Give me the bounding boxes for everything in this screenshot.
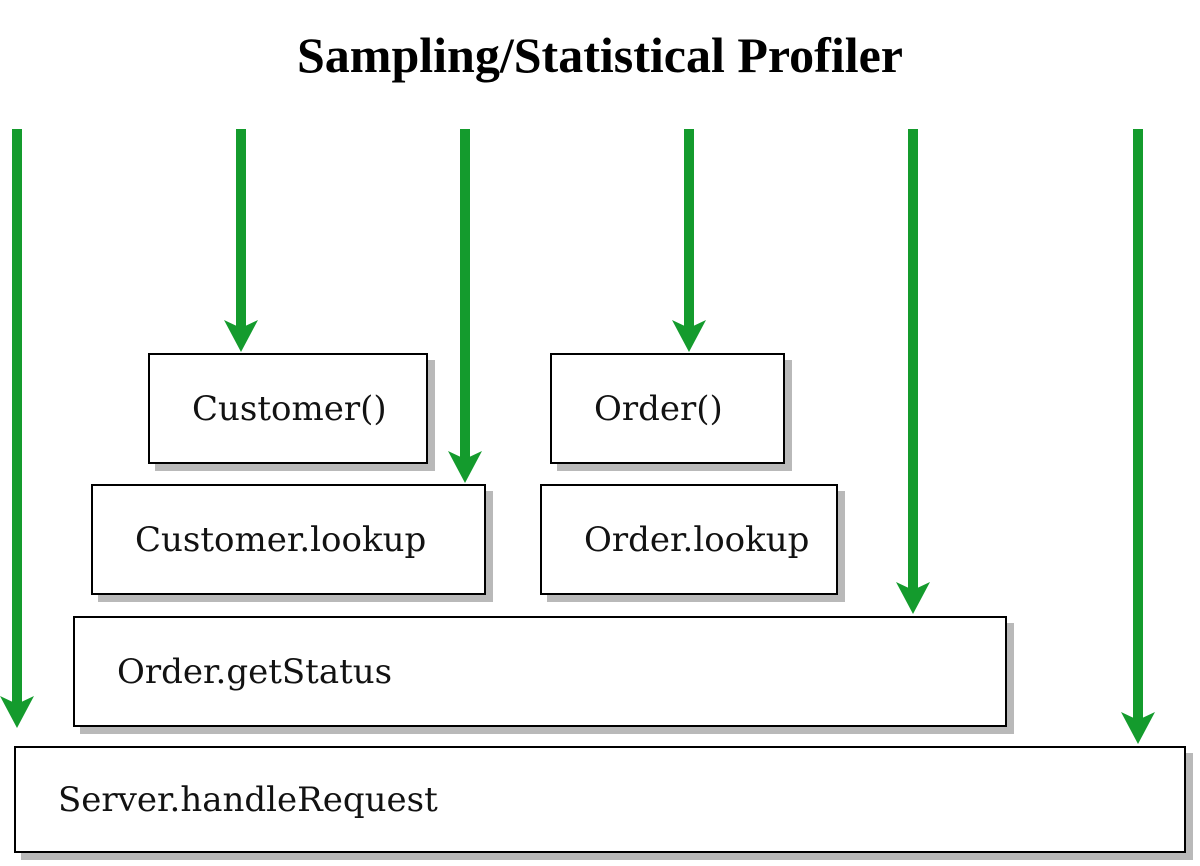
sample-arrow-sample-1	[0, 129, 34, 728]
frame-order-constructor: Order()	[550, 353, 785, 464]
sample-arrow-sample-6	[1121, 129, 1155, 744]
arrowhead-icon	[448, 451, 482, 483]
frame-server-handlerequest: Server.handleRequest	[14, 746, 1186, 853]
frame-customer-lookup: Customer.lookup	[91, 484, 486, 595]
arrowhead-icon	[0, 696, 34, 728]
frame-label-order-getstatus: Order.getStatus	[117, 651, 393, 692]
sample-arrow-sample-5	[896, 129, 930, 614]
frame-label-customer-lookup: Customer.lookup	[135, 519, 427, 560]
frame-customer-constructor: Customer()	[148, 353, 428, 464]
arrowhead-icon	[896, 582, 930, 614]
frame-label-order-lookup: Order.lookup	[584, 519, 810, 560]
frame-order-lookup: Order.lookup	[540, 484, 838, 595]
frame-label-customer-constructor: Customer()	[192, 388, 387, 429]
frame-order-getstatus: Order.getStatus	[73, 616, 1007, 727]
frame-label-order-constructor: Order()	[594, 388, 723, 429]
sample-arrow-sample-4	[672, 129, 706, 352]
arrowhead-icon	[672, 320, 706, 352]
diagram-title: Sampling/Statistical Profiler	[297, 27, 903, 83]
arrowhead-icon	[1121, 712, 1155, 744]
frame-label-server-handlerequest: Server.handleRequest	[58, 779, 438, 820]
sample-arrow-sample-2	[224, 129, 258, 352]
arrowhead-icon	[224, 320, 258, 352]
sample-arrow-sample-3	[448, 129, 482, 483]
